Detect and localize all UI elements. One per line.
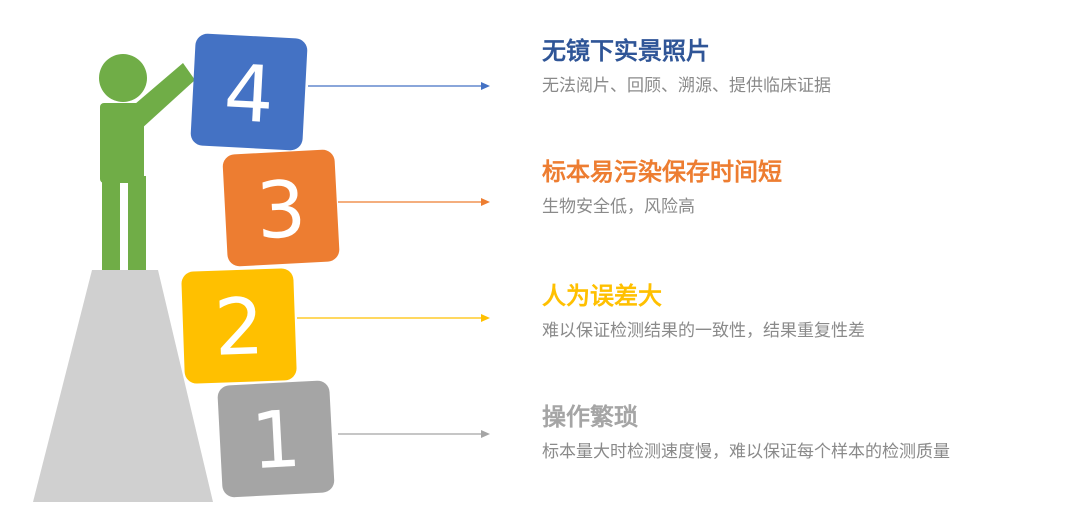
item-1-title: 操作繁琐 xyxy=(542,402,950,432)
person-figure xyxy=(99,54,195,270)
box-1: 1 xyxy=(217,380,335,498)
item-4: 无镜下实景照片 无法阅片、回顾、溯源、提供临床证据 xyxy=(542,36,831,98)
box-4: 4 xyxy=(190,33,308,151)
arrow-1 xyxy=(338,430,490,438)
item-4-title: 无镜下实景照片 xyxy=(542,36,831,66)
arrow-2 xyxy=(297,314,490,322)
item-3: 标本易污染保存时间短 生物安全低，风险高 xyxy=(542,157,782,219)
item-2: 人为误差大 难以保证检测结果的一致性，结果重复性差 xyxy=(542,281,865,343)
box-4-number: 4 xyxy=(222,49,276,141)
box-2: 2 xyxy=(181,268,297,384)
item-3-title: 标本易污染保存时间短 xyxy=(542,157,782,187)
box-3-number: 3 xyxy=(254,165,308,257)
arrow-4 xyxy=(308,82,490,90)
arrow-3 xyxy=(338,198,490,206)
box-3: 3 xyxy=(222,149,340,267)
item-2-title: 人为误差大 xyxy=(542,281,865,311)
item-2-desc: 难以保证检测结果的一致性，结果重复性差 xyxy=(542,319,865,343)
box-1-number: 1 xyxy=(249,395,303,487)
box-2-number: 2 xyxy=(213,282,266,374)
item-4-desc: 无法阅片、回顾、溯源、提供临床证据 xyxy=(542,74,831,98)
item-3-desc: 生物安全低，风险高 xyxy=(542,195,782,219)
item-1: 操作繁琐 标本量大时检测速度慢，难以保证每个样本的检测质量 xyxy=(542,402,950,464)
item-1-desc: 标本量大时检测速度慢，难以保证每个样本的检测质量 xyxy=(542,440,950,464)
